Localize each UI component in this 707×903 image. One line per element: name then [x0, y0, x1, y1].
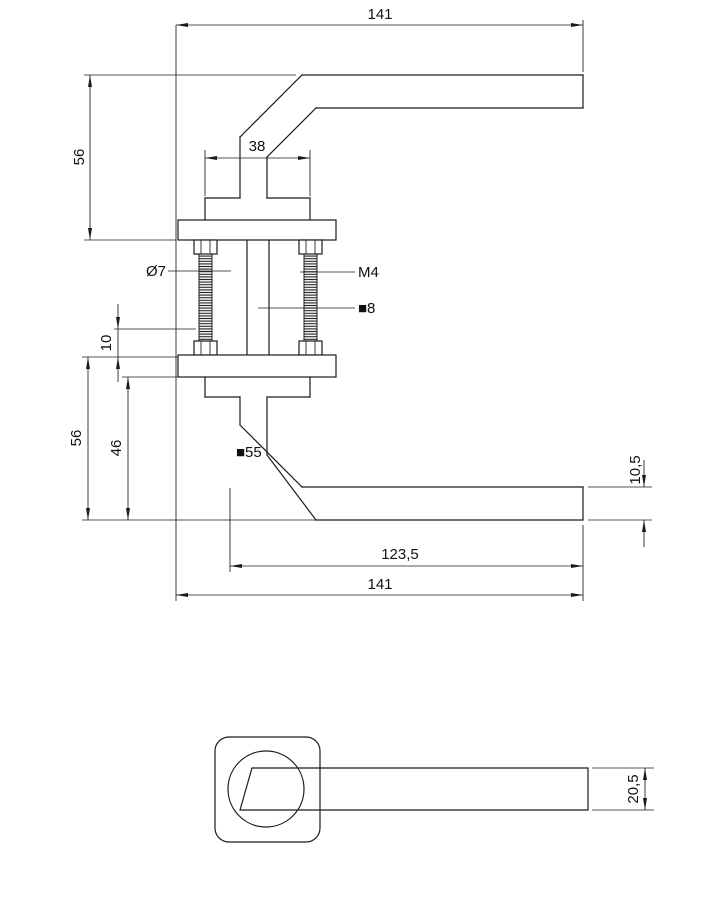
lower-rose-flange	[177, 354, 337, 378]
lever-grip	[239, 767, 589, 811]
dim-grip-thickness: 10,5	[588, 455, 652, 547]
dim-text-neck-height: 46	[108, 440, 125, 457]
dim-text-total-length-top: 141	[367, 6, 392, 23]
dim-neck-width: 38	[204, 138, 311, 196]
dim-grip-height: 20,5	[592, 767, 654, 811]
dim-rose-height: 10	[98, 304, 196, 382]
dim-total-length-bottom: 141	[176, 576, 583, 597]
left-upper-nut	[193, 239, 218, 255]
right-upper-nut	[298, 239, 323, 255]
upper-rose	[177, 197, 337, 241]
dim-grip-length: 123,5	[229, 488, 584, 601]
dim-neck-height: 46	[108, 376, 178, 520]
dim-text-backset-height-lower: 56	[68, 430, 85, 447]
dim-total-length-top: 141	[176, 6, 584, 72]
left-fixing-bolt	[193, 239, 218, 356]
lower-rose	[177, 354, 337, 398]
label-rose-size: ■55	[236, 444, 262, 461]
dim-text-grip-height: 20,5	[625, 774, 642, 803]
label-thread: M4	[300, 264, 379, 281]
dim-text-neck-width: 38	[249, 138, 266, 155]
lower-lever	[239, 396, 584, 521]
upper-rose-flange	[177, 219, 337, 241]
label-spindle-square: ■8	[258, 300, 375, 317]
dim-backset-height-lower: 56	[68, 356, 316, 521]
upper-lever	[239, 74, 584, 199]
label-text-thread: M4	[358, 264, 379, 281]
left-lower-nut	[193, 340, 218, 356]
dim-text-rose-height: 10	[98, 335, 115, 352]
dim-text-grip-length: 123,5	[381, 546, 419, 563]
side-view: 141 56 38 Ø7 M4 ■8	[68, 6, 652, 601]
right-threaded-rod	[303, 253, 318, 342]
label-text-spindle-square: ■8	[358, 300, 375, 317]
right-fixing-bolt	[298, 239, 323, 356]
label-text-rose-size: ■55	[236, 444, 262, 461]
left-threaded-rod	[198, 253, 213, 342]
rose-circle	[227, 750, 305, 828]
dim-text-grip-thickness: 10,5	[627, 455, 644, 484]
dim-text-total-length-bottom: 141	[367, 576, 392, 593]
label-hole-diameter: Ø7	[146, 263, 231, 280]
dim-backset-height-upper: 56	[71, 74, 296, 241]
right-lower-nut	[298, 340, 323, 356]
dim-text-backset-height-upper: 56	[71, 149, 88, 166]
front-view: 20,5	[214, 736, 654, 843]
label-text-hole-diameter: Ø7	[146, 263, 166, 280]
spindle	[246, 239, 270, 356]
